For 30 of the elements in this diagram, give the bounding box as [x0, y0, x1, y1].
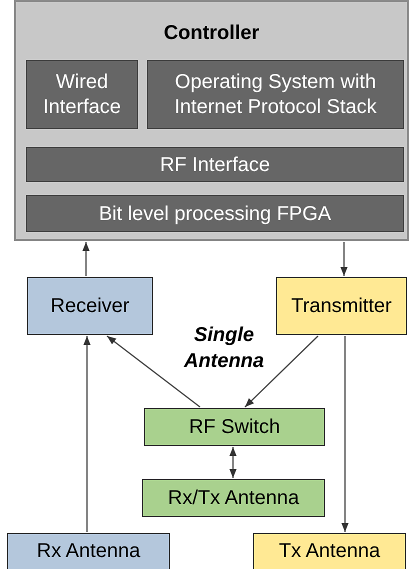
block-label: Rx/Tx Antenna: [168, 486, 300, 511]
block-label: RF Switch: [188, 415, 280, 440]
block-label: Bit level processing FPGA: [98, 202, 332, 226]
arrow: [244, 336, 318, 408]
block-box: [144, 408, 325, 446]
arrow: [229, 447, 237, 478]
arrow: [83, 336, 91, 532]
block-box: [142, 479, 325, 517]
panel-title: Controller: [164, 21, 260, 46]
block-label: Receiver: [50, 294, 130, 319]
block-label: Tx Antenna: [278, 539, 380, 564]
arrow: [341, 336, 349, 532]
block-box: [253, 533, 406, 569]
block-box: [7, 533, 170, 569]
block-box: [27, 277, 153, 335]
annotation-label: Single Antenna: [182, 323, 265, 374]
block-label: Operating System with Internet Protocol Stack: [173, 70, 378, 120]
block-box: [26, 195, 404, 232]
block-label: Transmitter: [291, 294, 392, 319]
block-box: [26, 60, 138, 129]
block-box: [147, 60, 404, 129]
block-box: [26, 147, 404, 182]
arrow: [82, 242, 90, 276]
arrow: [340, 242, 348, 276]
block-box: [276, 277, 407, 335]
block-label: Rx Antenna: [36, 539, 140, 564]
controller-panel: [14, 0, 409, 241]
block-label: Wired Interface: [42, 70, 122, 120]
block-label: RF Interface: [160, 152, 270, 178]
arrow: [106, 335, 200, 408]
